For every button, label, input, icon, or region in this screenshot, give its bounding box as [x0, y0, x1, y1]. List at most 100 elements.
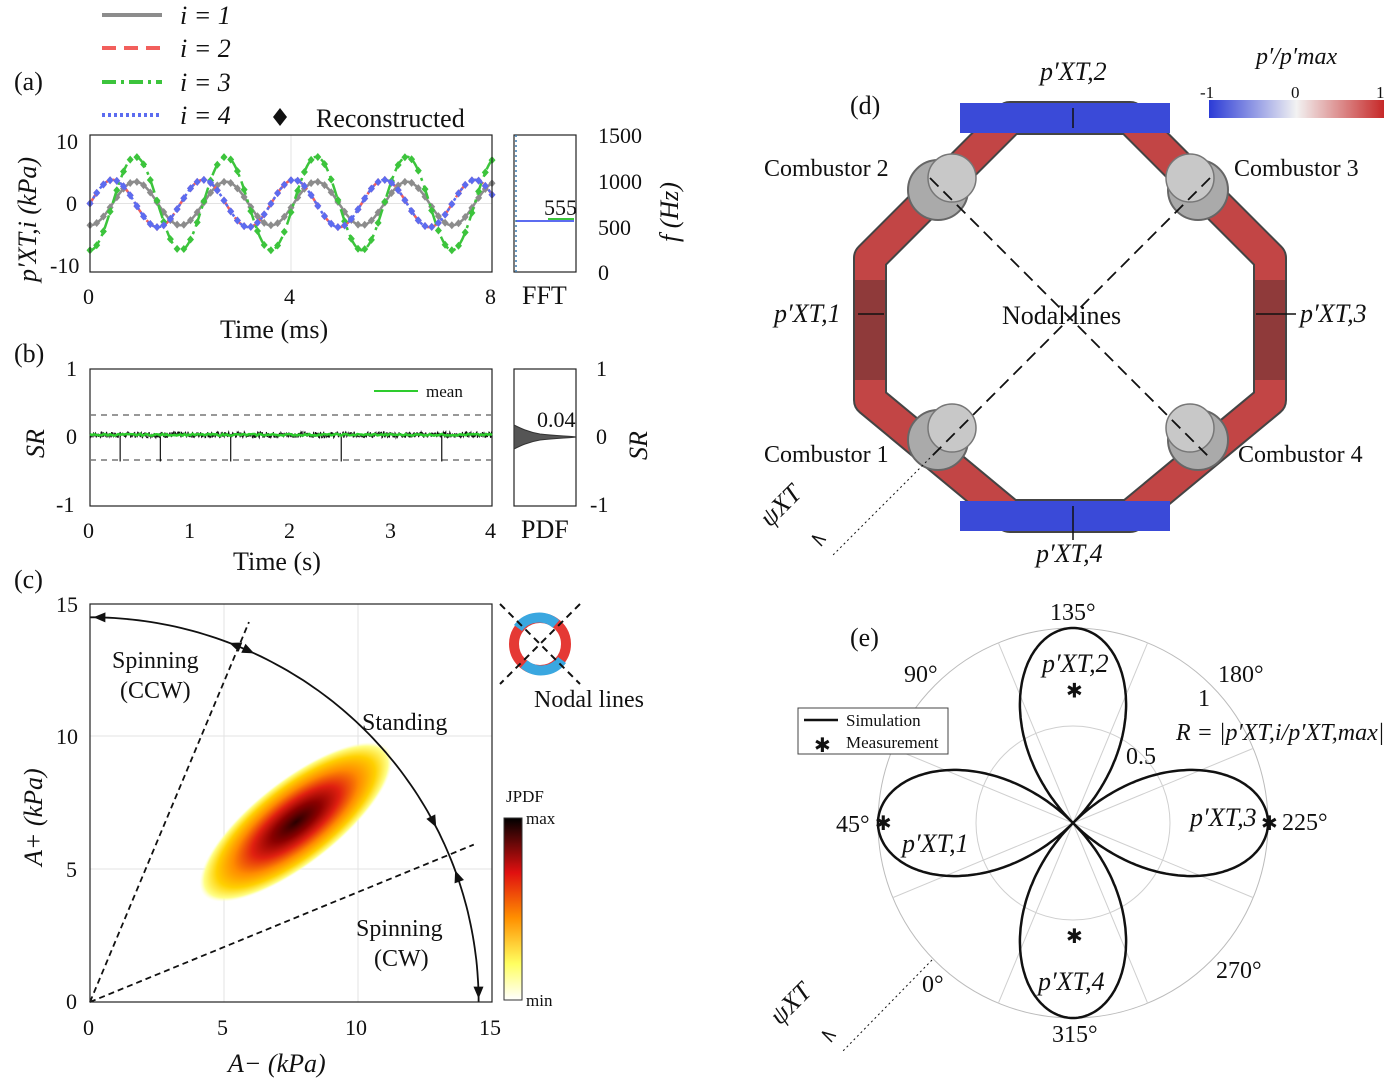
panel-a-fft: 555 1500 1000 500 0 FFT f (Hz) [513, 123, 684, 310]
e-probe-2: p′XT,2 [1040, 649, 1109, 678]
d-probe-3: p′XT,3 [1298, 299, 1367, 328]
a-marker [347, 234, 355, 243]
legend-a-reconstructed: Reconstructed [316, 104, 465, 133]
a-ytick-m10: -10 [50, 253, 79, 278]
d-cbar-tick-m1: -1 [1200, 83, 1214, 102]
a-marker [233, 167, 241, 176]
e-spoke [892, 822, 1074, 899]
a-marker [374, 218, 382, 227]
a-marker [133, 177, 141, 186]
a-marker [193, 218, 201, 227]
a-marker [334, 195, 342, 204]
a-marker [468, 176, 476, 185]
c-arrow-head [426, 814, 437, 828]
legend-a: i = 1 i = 2 i = 3 i = 4 Reconstructed [102, 1, 465, 133]
a-marker [361, 245, 369, 254]
a-marker [347, 215, 355, 224]
c-standing: Standing [362, 710, 447, 736]
a-marker [388, 178, 395, 187]
a-marker [448, 246, 456, 255]
a-marker [274, 219, 282, 228]
d-cbar-title: p′/p′max [1254, 44, 1338, 70]
a-marker [267, 246, 275, 255]
b-mean-line [89, 432, 493, 438]
a-marker [99, 180, 107, 189]
a-xlabel: Time (ms) [220, 315, 328, 344]
a-marker [421, 185, 429, 194]
b-xtick-4: 4 [485, 518, 496, 543]
a-marker [99, 212, 107, 221]
c-xtick-0: 0 [83, 1015, 94, 1040]
d-cbar-tick-0: 0 [1291, 83, 1300, 102]
a-marker [126, 179, 134, 188]
c-xlabel: A− (kPa) [226, 1049, 326, 1078]
e-angle-270: 270° [1216, 958, 1262, 984]
a-marker [240, 185, 248, 194]
a-marker [294, 176, 302, 185]
panel-c-overlay [89, 612, 484, 1003]
d-cbar-tick-1: 1 [1376, 83, 1385, 102]
c-boundary-line [89, 843, 475, 1003]
a-marker [394, 186, 402, 195]
fft-ylabel: f (Hz) [655, 182, 684, 242]
c-xtick-10: 10 [345, 1015, 367, 1040]
e-legend-simulation: Simulation [846, 711, 921, 730]
e-measurement-point: ✱ [1066, 926, 1083, 948]
c-spin-ccw-2: (CCW) [120, 678, 191, 704]
e-angle-135: 135° [1050, 600, 1096, 626]
e-rtick-1: 1 [1198, 686, 1210, 712]
a-ytick-0: 0 [66, 191, 77, 216]
b-mean-label: mean [426, 382, 463, 401]
panel-b-axes: mean 1 0 -1 0 1 2 3 4 Time (s) SR [21, 356, 496, 576]
d-psi: ψXT [754, 478, 808, 532]
a-marker [381, 197, 389, 206]
a-marker [113, 176, 121, 185]
a-marker [120, 182, 127, 191]
a-ylabel: p′XT,i (kPa) [13, 157, 42, 284]
d-combustor-4: Combustor 4 [1238, 442, 1363, 468]
b-xtick-1: 1 [184, 518, 195, 543]
panel-b-pdf: 0.04 1 0 -1 PDF SR [513, 356, 653, 544]
c-ytick-5: 5 [66, 857, 77, 882]
c-cbar-min: min [526, 991, 553, 1010]
a-marker [140, 181, 148, 190]
a-marker [408, 155, 416, 164]
a-marker [461, 212, 469, 221]
a-marker [354, 244, 362, 253]
b-xtick-0: 0 [83, 518, 94, 543]
c-cbar-title: JPDF [506, 787, 544, 806]
a-marker [374, 177, 382, 186]
a-marker [274, 189, 282, 198]
a-marker [455, 241, 462, 250]
polar-legend: Simulation ✱ Measurement [797, 707, 949, 757]
a-marker [327, 188, 335, 197]
c-ytick-0: 0 [66, 989, 77, 1014]
panel-d-colorbar: p′/p′max -1 0 1 [1200, 44, 1385, 118]
a-marker [126, 191, 134, 200]
a-marker [153, 223, 161, 232]
d-probe-1: p′XT,1 [772, 299, 841, 328]
b-ytick-1: 1 [66, 356, 77, 381]
a-marker [133, 153, 141, 162]
c-boundary-line [89, 621, 250, 1003]
a-marker [173, 205, 181, 214]
fft-ytick-1000: 1000 [598, 169, 642, 194]
a-marker [140, 160, 148, 169]
a-marker [461, 180, 469, 189]
panel-label-d: (d) [850, 91, 880, 120]
a-marker [146, 188, 154, 197]
fft-peak-label: 555 [544, 195, 577, 220]
a-marker [381, 175, 389, 184]
jpdf-colorbar: JPDF max min [503, 787, 556, 1010]
e-spoke [1072, 822, 1149, 1004]
e-probe-1: p′XT,1 [900, 829, 969, 858]
a-marker [207, 178, 215, 187]
a-marker [475, 187, 483, 196]
a-marker [401, 153, 409, 162]
e-legend-measurement: Measurement [846, 733, 939, 752]
a-marker [287, 208, 295, 217]
a-marker [321, 160, 328, 169]
c-spin-cw-1: Spinning [356, 916, 443, 942]
a-marker [408, 178, 416, 187]
a-marker [307, 191, 315, 200]
